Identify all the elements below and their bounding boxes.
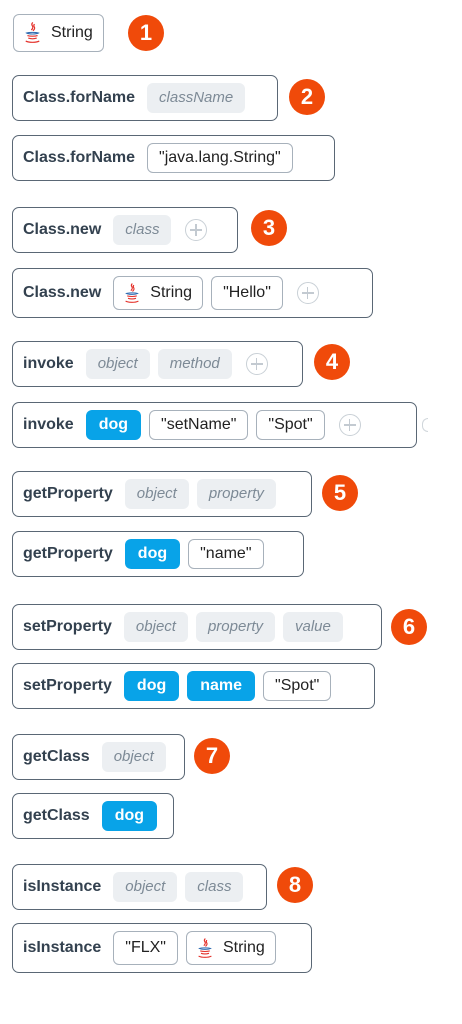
- class-new-block[interactable]: Class.new class: [12, 207, 238, 253]
- class-new-filled-block[interactable]: Class.new String "Hello": [12, 268, 373, 318]
- block-keyword: Class.new: [23, 221, 102, 238]
- block-keyword: Class.new: [23, 284, 102, 301]
- step-badge-5: 5: [322, 475, 358, 511]
- object-placeholder[interactable]: object: [123, 612, 188, 642]
- isinstance-filled-block[interactable]: isInstance "FLX" String: [12, 923, 312, 973]
- class-placeholder[interactable]: class: [113, 215, 172, 245]
- step-badge-2: 2: [289, 79, 325, 115]
- method-placeholder[interactable]: method: [157, 349, 232, 379]
- getclass-filled-block[interactable]: getClass dog: [12, 793, 174, 839]
- block-keyword: setProperty: [23, 677, 112, 694]
- type-string-slot[interactable]: String: [113, 276, 204, 310]
- java-coffee-cup-icon: [124, 283, 140, 304]
- step-badge-6: 6: [391, 609, 427, 645]
- object-placeholder[interactable]: object: [113, 872, 178, 902]
- string-literal[interactable]: "Hello": [211, 276, 283, 310]
- class-forname-filled-block[interactable]: Class.forName "java.lang.String": [12, 135, 335, 181]
- step-badge-7: 7: [194, 738, 230, 774]
- variable-dog[interactable]: dog: [124, 539, 181, 569]
- variable-dog[interactable]: dog: [85, 410, 142, 440]
- step-badge-4: 4: [314, 344, 350, 380]
- step-badge-3: 3: [251, 210, 287, 246]
- class-forname-block[interactable]: Class.forName className: [12, 75, 278, 121]
- string-literal[interactable]: "Spot": [263, 671, 332, 701]
- java-coffee-cup-icon: [24, 22, 41, 44]
- classname-placeholder[interactable]: className: [147, 83, 246, 113]
- string-literal[interactable]: "setName": [149, 410, 249, 440]
- plus-circle-icon[interactable]: [338, 414, 361, 436]
- getproperty-block[interactable]: getProperty object property: [12, 471, 312, 517]
- value-placeholder[interactable]: value: [282, 612, 343, 642]
- property-placeholder[interactable]: property: [195, 612, 275, 642]
- string-literal[interactable]: "java.lang.String": [147, 143, 293, 173]
- type-string-block[interactable]: String: [13, 14, 104, 52]
- invoke-block[interactable]: invoke object method: [12, 341, 303, 387]
- class-placeholder[interactable]: class: [185, 872, 244, 902]
- variable-dog[interactable]: dog: [101, 801, 158, 831]
- object-placeholder[interactable]: object: [85, 349, 150, 379]
- string-literal[interactable]: "FLX": [113, 931, 178, 965]
- setproperty-filled-block[interactable]: setProperty dog name "Spot": [12, 663, 375, 709]
- step-badge-1: 1: [128, 15, 164, 51]
- isinstance-block[interactable]: isInstance object class: [12, 864, 267, 910]
- setproperty-block[interactable]: setProperty object property value: [12, 604, 382, 650]
- type-label: String: [51, 24, 93, 41]
- variable-name[interactable]: name: [187, 671, 256, 701]
- plus-circle-icon[interactable]: [245, 353, 268, 375]
- block-keyword: isInstance: [23, 878, 102, 895]
- connector-notch: [422, 418, 428, 432]
- block-keyword: invoke: [23, 416, 74, 433]
- invoke-filled-block[interactable]: invoke dog "setName" "Spot": [12, 402, 417, 448]
- type-label: String: [222, 939, 265, 956]
- block-keyword: getProperty: [23, 485, 113, 502]
- type-string-slot[interactable]: String: [185, 931, 276, 965]
- block-keyword: Class.forName: [23, 89, 136, 106]
- plus-circle-icon[interactable]: [185, 219, 208, 241]
- block-keyword: getClass: [23, 807, 90, 824]
- block-keyword: isInstance: [23, 939, 102, 956]
- plus-circle-icon[interactable]: [296, 282, 319, 304]
- variable-dog[interactable]: dog: [123, 671, 180, 701]
- block-keyword: invoke: [23, 355, 74, 372]
- object-placeholder[interactable]: object: [101, 742, 166, 772]
- block-keyword: Class.forName: [23, 149, 136, 166]
- step-badge-8: 8: [277, 867, 313, 903]
- java-coffee-cup-icon: [197, 938, 213, 959]
- getproperty-filled-block[interactable]: getProperty dog "name": [12, 531, 304, 577]
- block-keyword: getProperty: [23, 545, 113, 562]
- type-label: String: [150, 284, 193, 301]
- getclass-block[interactable]: getClass object: [12, 734, 185, 780]
- property-placeholder[interactable]: property: [196, 479, 276, 509]
- block-keyword: getClass: [23, 748, 90, 765]
- block-keyword: setProperty: [23, 618, 112, 635]
- string-literal[interactable]: "name": [188, 539, 264, 569]
- object-placeholder[interactable]: object: [124, 479, 189, 509]
- string-literal[interactable]: "Spot": [256, 410, 325, 440]
